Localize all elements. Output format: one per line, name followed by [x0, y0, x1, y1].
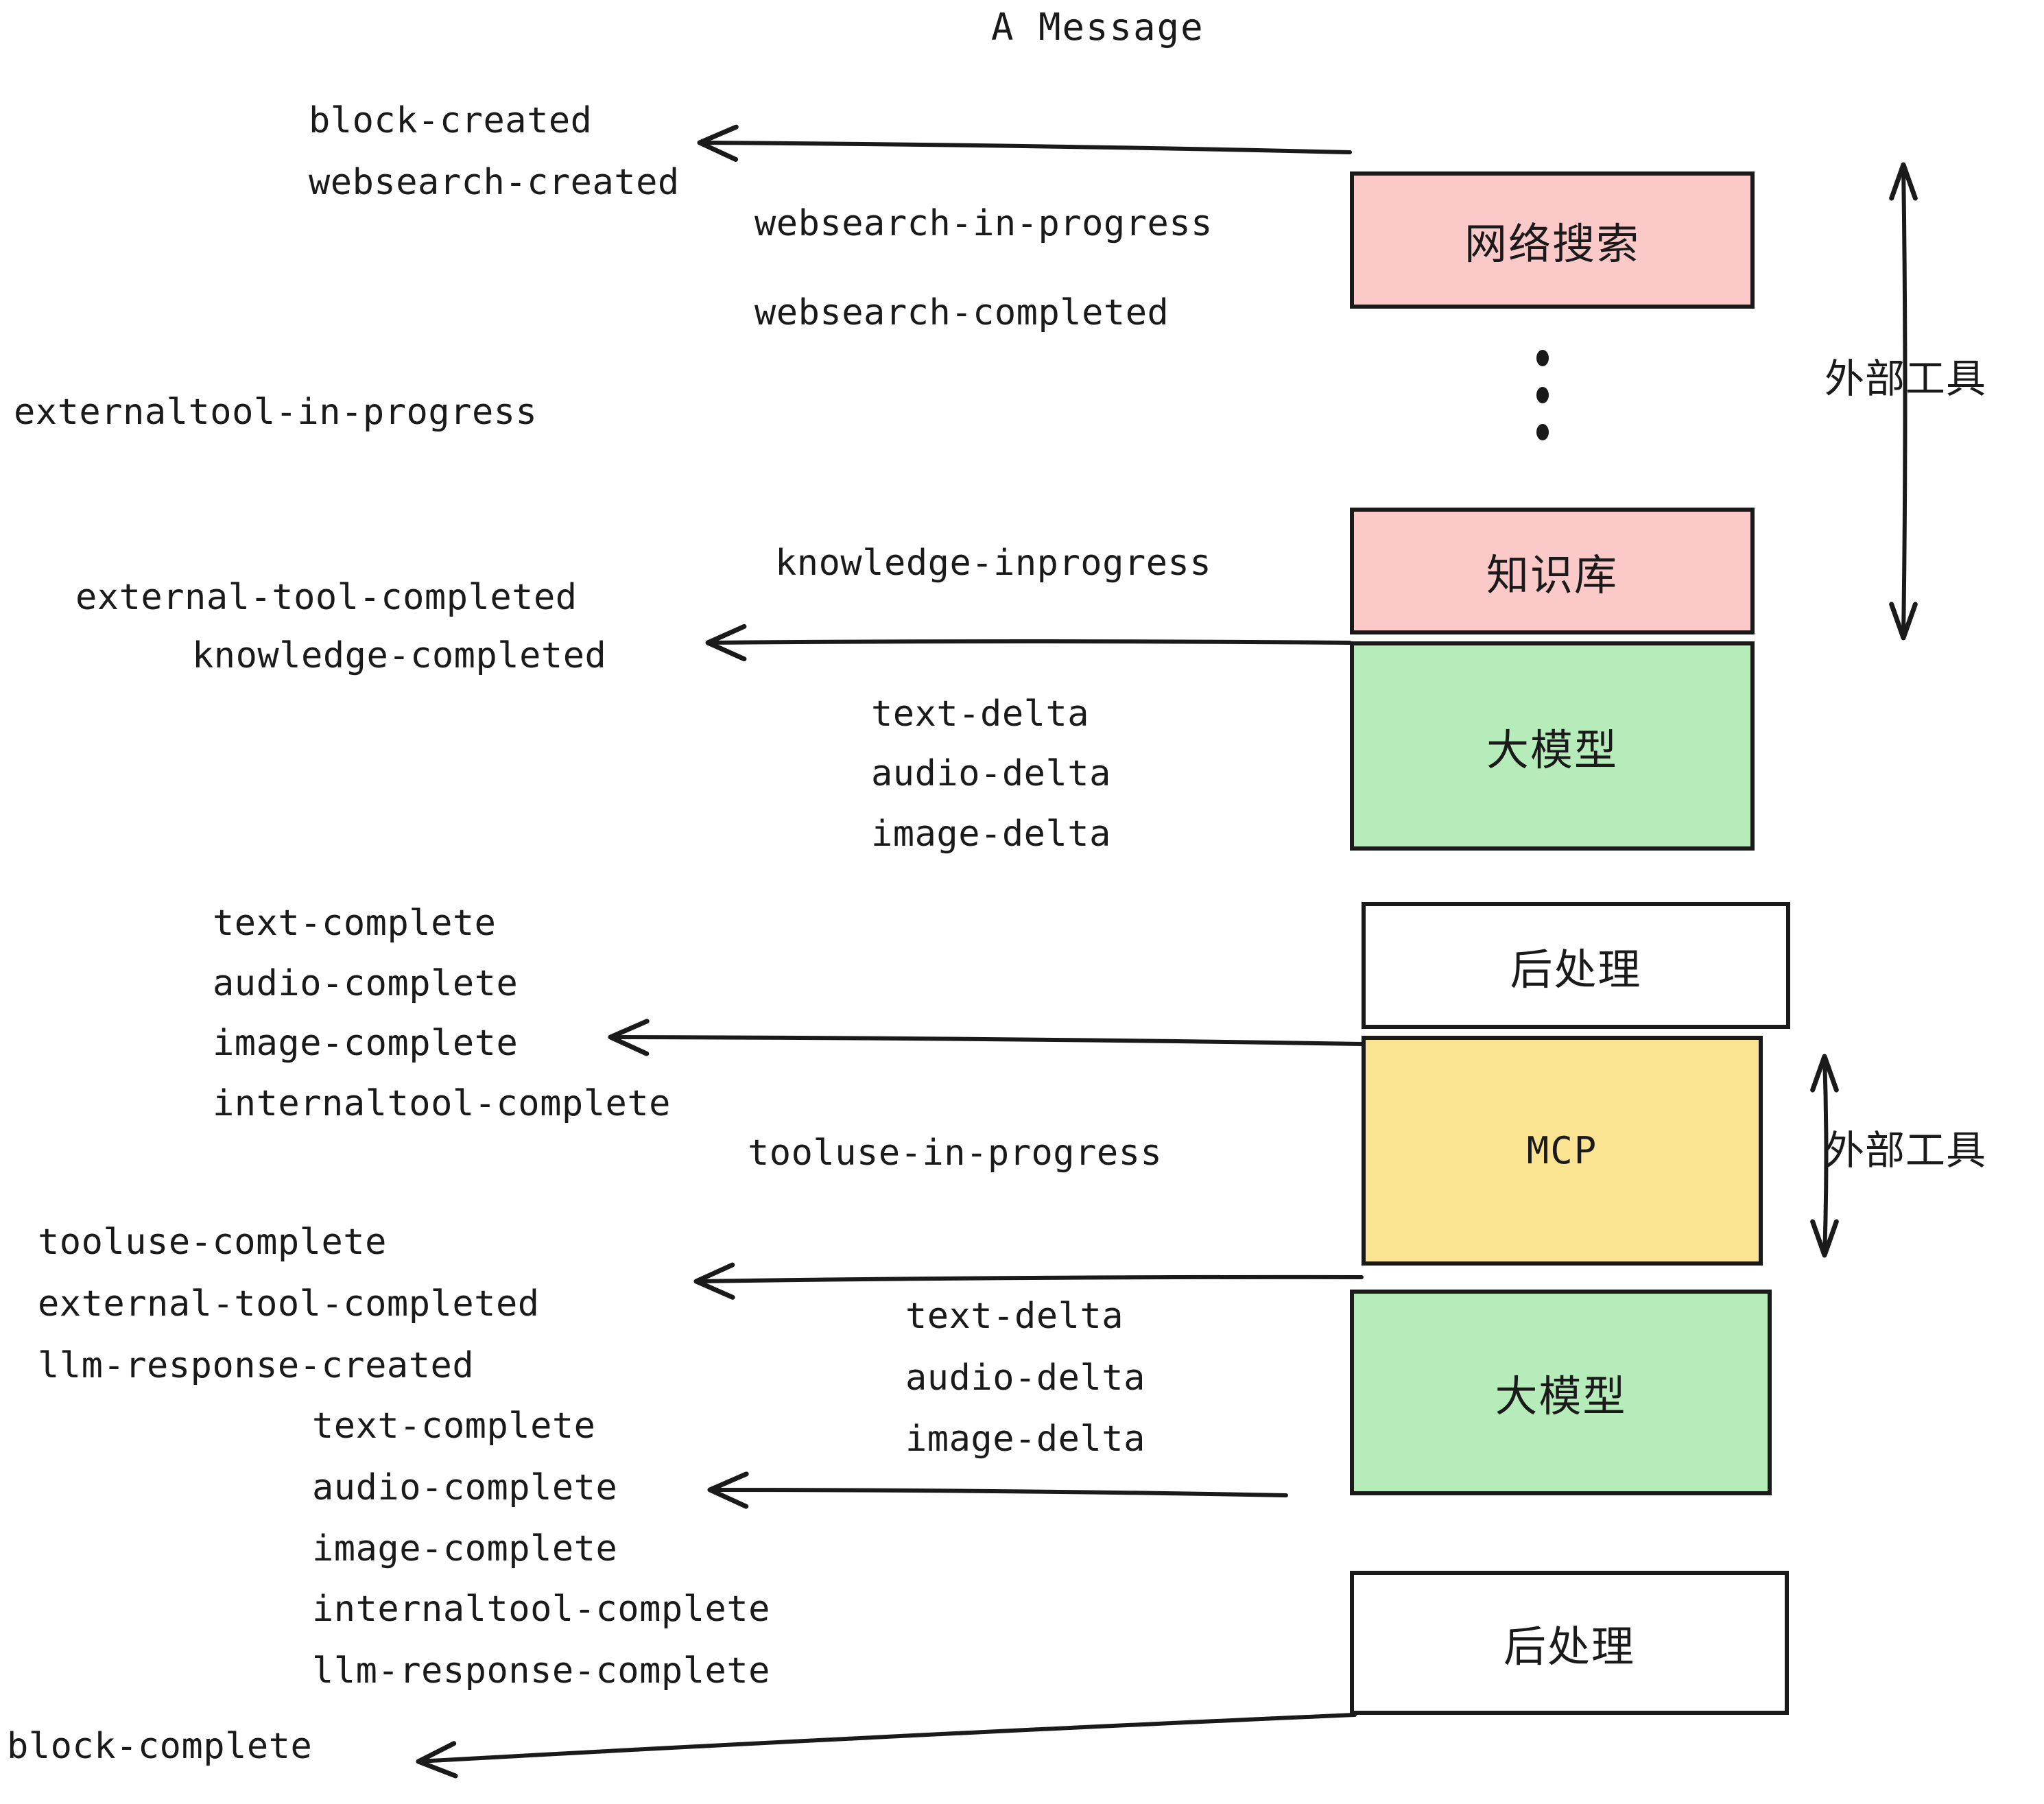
event-label-audio-complete-2: audio-complete — [312, 1467, 618, 1508]
event-label-image-complete-2: image-complete — [312, 1528, 618, 1569]
event-label-knowledge-inprogress: knowledge-inprogress — [775, 543, 1212, 584]
arrow-image-complete-head — [608, 1019, 650, 1056]
event-label-internaltool-complete-1: internaltool-complete — [213, 1083, 671, 1124]
node-llm-2: 大模型 — [1350, 1290, 1772, 1495]
node-label-llm-1: 大模型 — [1486, 724, 1618, 775]
scope-external-tools-top-head-up — [1889, 162, 1918, 201]
event-label-externaltool-in-progress: externaltool-in-progress — [14, 392, 538, 433]
node-label-llm-2: 大模型 — [1495, 1371, 1627, 1421]
arrow-audio-complete — [708, 1488, 1288, 1497]
event-label-llm-response-complete: llm-response-complete — [312, 1650, 770, 1692]
event-label-audio-complete-1: audio-complete — [213, 963, 519, 1004]
node-knowledge: 知识库 — [1350, 508, 1755, 634]
arrow-knowledge-completed — [706, 639, 1352, 645]
ellipsis-dot — [1536, 350, 1549, 366]
arrow-knowledge-completed-head — [705, 624, 747, 662]
event-label-audio-delta-1: audio-delta — [871, 753, 1111, 794]
event-label-websearch-in-progress: websearch-in-progress — [754, 203, 1213, 244]
event-label-external-tool-completed-2: external-tool-completed — [38, 1283, 540, 1325]
node-label-knowledge: 知识库 — [1486, 549, 1618, 600]
arrow-tooluse-complete-head — [693, 1262, 735, 1300]
event-label-websearch-completed: websearch-completed — [754, 292, 1169, 333]
event-label-llm-response-created: llm-response-created — [38, 1345, 475, 1386]
event-label-block-created: block-created — [309, 100, 593, 141]
node-post-2: 后处理 — [1350, 1571, 1789, 1715]
event-label-websearch-created: websearch-created — [309, 162, 680, 203]
event-label-image-delta-1: image-delta — [871, 814, 1111, 855]
event-label-image-complete-1: image-complete — [213, 1023, 519, 1064]
arrow-block-complete-head — [416, 1741, 458, 1779]
node-label-post-1: 后处理 — [1510, 944, 1642, 995]
node-label-mcp: MCP — [1526, 1129, 1598, 1172]
node-post-1: 后处理 — [1362, 902, 1790, 1029]
node-label-post-2: 后处理 — [1503, 1622, 1635, 1672]
event-label-knowledge-completed: knowledge-completed — [192, 635, 607, 676]
scope-external-tools-bottom-head-up — [1810, 1054, 1839, 1093]
arrow-image-complete — [608, 1035, 1364, 1046]
scope-label-external-tools-top: 外部工具 — [1825, 355, 1987, 402]
arrow-audio-complete-head — [707, 1471, 749, 1509]
event-label-text-delta-1: text-delta — [871, 693, 1090, 735]
arrow-block-created-head — [697, 124, 739, 162]
node-label-websearch: 网络搜索 — [1464, 219, 1640, 269]
node-llm-1: 大模型 — [1350, 641, 1755, 851]
arrow-tooluse-complete — [694, 1274, 1364, 1283]
event-label-image-delta-2: image-delta — [905, 1419, 1145, 1460]
scope-label-external-tools-bottom: 外部工具 — [1825, 1127, 1987, 1174]
arrow-block-created — [698, 141, 1352, 154]
event-label-audio-delta-2: audio-delta — [905, 1357, 1145, 1399]
event-label-tooluse-in-progress: tooluse-in-progress — [748, 1132, 1163, 1174]
event-label-internaltool-complete-2: internaltool-complete — [312, 1589, 770, 1630]
event-label-external-tool-completed-1: external-tool-completed — [75, 577, 578, 618]
node-mcp: MCP — [1362, 1036, 1763, 1266]
arrow-block-complete — [416, 1713, 1357, 1764]
event-label-tooluse-complete: tooluse-complete — [38, 1222, 387, 1263]
vertical-ellipsis-icon — [1536, 350, 1549, 440]
node-websearch: 网络搜索 — [1350, 171, 1755, 309]
event-label-text-complete-1: text-complete — [213, 903, 497, 944]
event-label-text-complete-2: text-complete — [312, 1405, 596, 1447]
scope-external-tools-bottom-head-down — [1810, 1219, 1839, 1258]
scope-external-tools-top-head-down — [1889, 602, 1918, 641]
diagram-title: A Message — [991, 5, 1204, 49]
event-label-text-delta-2: text-delta — [905, 1296, 1124, 1337]
ellipsis-dot — [1536, 424, 1549, 440]
ellipsis-dot — [1536, 387, 1549, 403]
event-label-block-complete: block-complete — [7, 1726, 313, 1767]
